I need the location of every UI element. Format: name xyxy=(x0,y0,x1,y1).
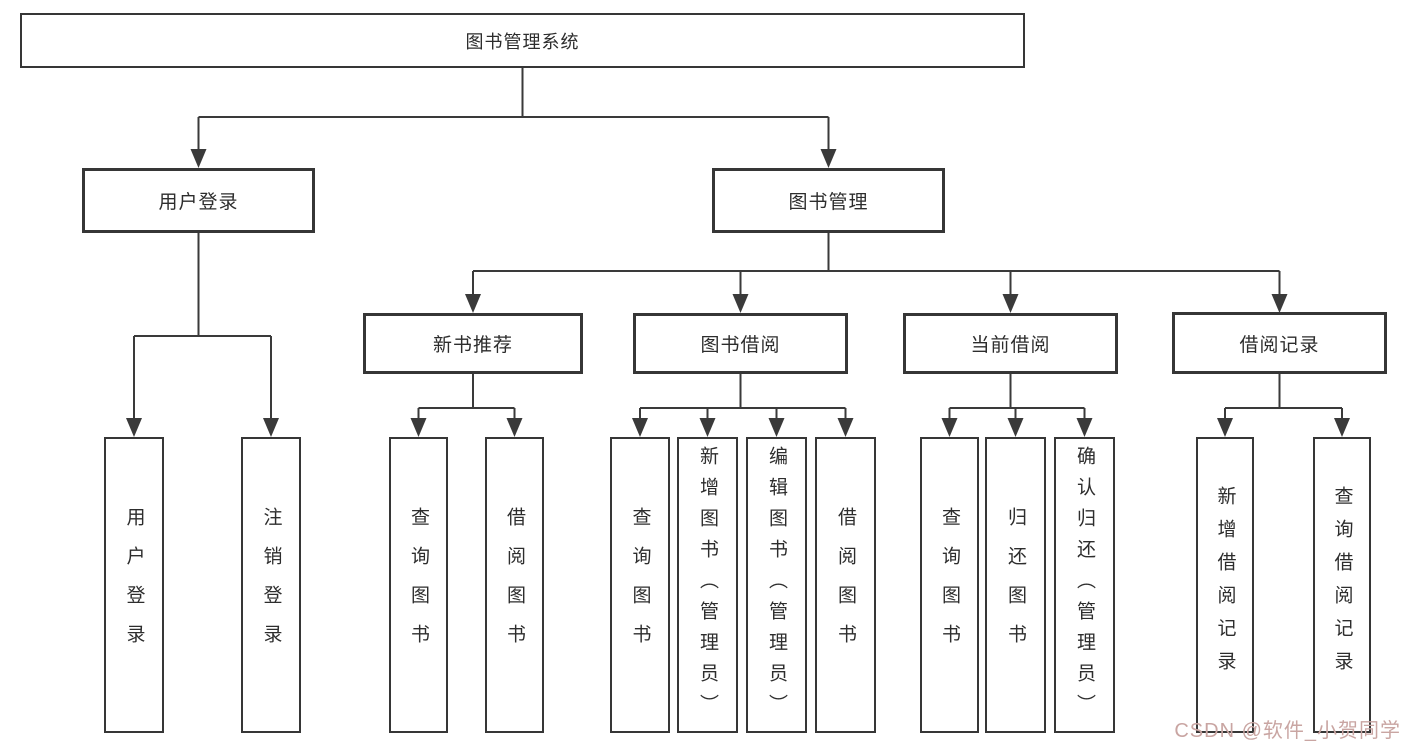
leaf-user-login: 用户登录 xyxy=(104,437,164,733)
node-new-book-recommend: 新书推荐 xyxy=(363,313,583,374)
leaf-query-books-recommend: 查询图书 xyxy=(389,437,448,733)
leaf-return-books: 归还图书 xyxy=(985,437,1046,733)
leaf-logout: 注销登录 xyxy=(241,437,301,733)
node-library-management-system: 图书管理系统 xyxy=(20,13,1025,68)
csdn-watermark: CSDN @软件_小贺同学 xyxy=(1174,720,1401,742)
leaf-query-borrow-record: 查询借阅记录 xyxy=(1313,437,1371,733)
leaf-query-books-current: 查询图书 xyxy=(920,437,979,733)
leaf-confirm-return-admin: 确认归还（管理员） xyxy=(1054,437,1115,733)
leaf-borrow-books: 借阅图书 xyxy=(815,437,876,733)
leaf-add-books-admin: 新增图书（管理员） xyxy=(677,437,738,733)
leaf-query-books-borrow: 查询图书 xyxy=(610,437,670,733)
leaf-borrow-books-recommend: 借阅图书 xyxy=(485,437,544,733)
leaf-add-borrow-record: 新增借阅记录 xyxy=(1196,437,1254,733)
leaf-edit-books-admin: 编辑图书（管理员） xyxy=(746,437,807,733)
node-book-management: 图书管理 xyxy=(712,168,945,233)
node-book-borrowing: 图书借阅 xyxy=(633,313,848,374)
arrowheads xyxy=(126,149,1350,437)
node-user-login: 用户登录 xyxy=(82,168,315,233)
node-borrowing-records: 借阅记录 xyxy=(1172,312,1387,374)
node-current-borrowing: 当前借阅 xyxy=(903,313,1118,374)
